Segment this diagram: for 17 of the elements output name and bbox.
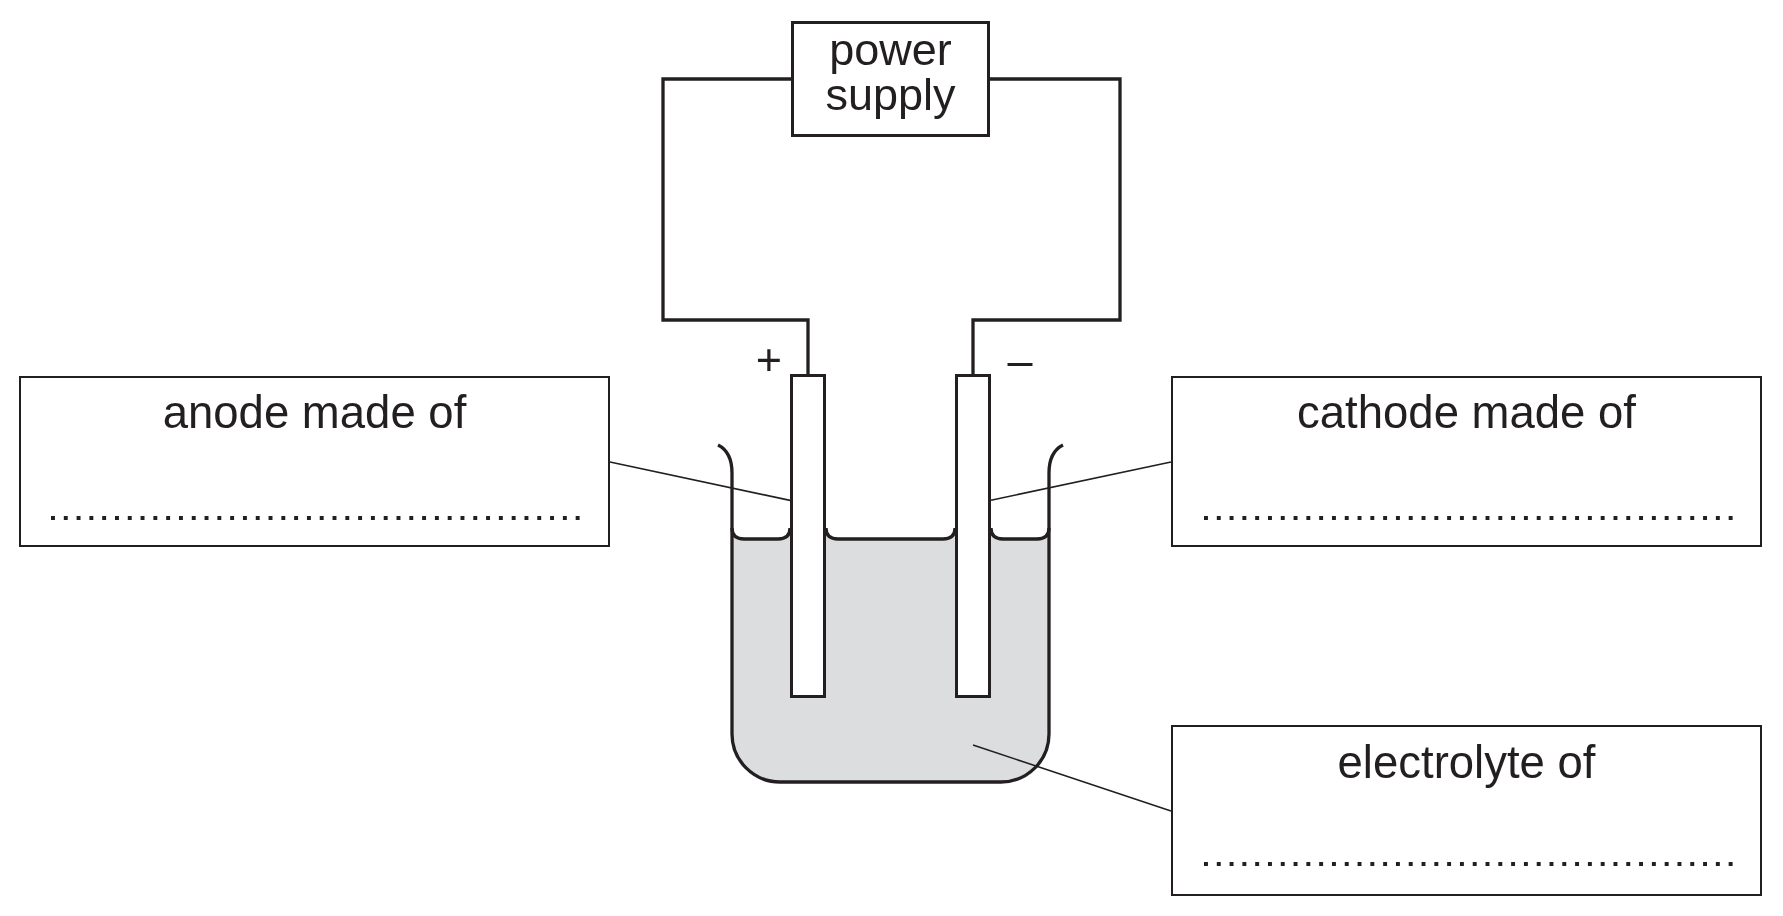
box-label: anode made of: [162, 390, 467, 436]
electrode: [955, 374, 991, 698]
label-box: [1171, 725, 1762, 896]
leader-line: [972, 744, 1172, 812]
component-label: power supply: [825, 27, 956, 117]
wire: [971, 77, 1122, 374]
leader-line: [609, 461, 791, 502]
leader-line: [990, 461, 1172, 501]
power-supply-box: [791, 21, 990, 137]
electrode: [790, 374, 826, 698]
label-box: [19, 376, 610, 547]
wire: [661, 77, 810, 374]
polarity-sign: +: [755, 336, 783, 382]
box-label: cathode made of: [1297, 390, 1636, 436]
box-label: electrolyte of: [1337, 740, 1596, 786]
polarity-sign: –: [1007, 337, 1033, 383]
label-box: [1171, 376, 1762, 547]
